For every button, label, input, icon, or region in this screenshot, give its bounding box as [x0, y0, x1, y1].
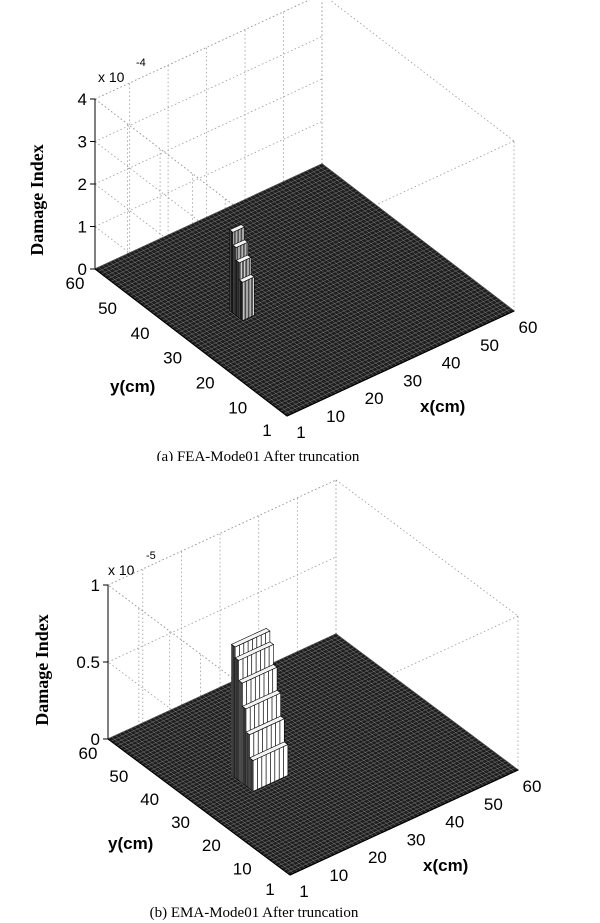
peak-side-stripes — [239, 280, 243, 320]
surface-plot — [107, 633, 519, 876]
y-tick-label: 20 — [202, 836, 221, 855]
peak-side-stripes — [236, 261, 239, 318]
y-axis-label: y(cm) — [110, 377, 155, 396]
x-tick-label: 30 — [407, 830, 426, 849]
x-tick-label: 20 — [368, 848, 387, 867]
peak-side-stripes — [242, 707, 246, 786]
x-tick-label: 60 — [523, 777, 542, 796]
x-tick-label: 1 — [296, 423, 305, 442]
y-axis-label: y(cm) — [108, 834, 153, 853]
x-tick-label: 40 — [445, 813, 464, 832]
chart-fea-mode01: Damage Index x 10 -4 y(cm) x(cm) (a) FEA… — [27, 0, 538, 461]
peak-side-stripes — [239, 681, 242, 783]
x-tick-label: 30 — [403, 371, 422, 390]
peak-side-stripes — [232, 645, 235, 778]
y-tick-label: 30 — [171, 813, 190, 832]
x-tick-label: 20 — [365, 389, 384, 408]
z-tick-label: 2 — [78, 175, 87, 194]
peak-side-stripes — [230, 230, 233, 313]
tick-labels: 0 0.5 1 1 10 20 30 40 50 60 1 10 20 30 40 50 60 — [76, 576, 541, 901]
x-axis-line — [289, 769, 519, 876]
peak-side-stripes — [235, 658, 239, 780]
y-tick-label: 60 — [79, 744, 98, 763]
z-scale-exponent: -4 — [136, 57, 146, 69]
x-tick-label: 10 — [329, 866, 348, 885]
caption-a: (a) FEA-Mode01 After truncation — [157, 449, 360, 461]
peak-side-stripes — [246, 732, 249, 788]
peak-stripes — [257, 746, 284, 790]
z-tick-label: 0.5 — [76, 653, 100, 672]
x-tick-label: 50 — [480, 336, 499, 355]
surface-plot — [94, 163, 515, 417]
x-tick-label: 50 — [484, 795, 503, 814]
tick-labels: 0 1 2 3 4 1 10 20 30 40 50 60 1 10 20 30 40 50 60 — [66, 90, 538, 442]
z-tick-label: 3 — [78, 133, 87, 152]
z-tick-label: 1 — [91, 576, 100, 595]
y-axis-line — [107, 738, 291, 876]
z-tick-label: 0 — [91, 730, 100, 749]
z-axis-label: Damage Index — [32, 614, 52, 726]
x-axis-line — [286, 310, 515, 417]
peak-side-stripes — [250, 758, 253, 791]
y-tick-label: 40 — [140, 790, 159, 809]
peak-side-stripes — [233, 245, 236, 315]
y-tick-label: 60 — [66, 274, 85, 293]
chart-ema-mode01: Damage Index x 10 -5 y(cm) x(cm) (b) EMA… — [32, 479, 541, 921]
z-scale-exponent: -5 — [146, 550, 156, 562]
x-axis-label: x(cm) — [420, 397, 465, 416]
x-axis-label: x(cm) — [423, 856, 468, 875]
y-tick-label: 50 — [98, 299, 117, 318]
y-tick-label: 1 — [265, 880, 274, 899]
z-scale-multiplier: x 10 — [98, 69, 125, 85]
x-tick-label: 40 — [442, 354, 461, 373]
z-axis-label: Damage Index — [27, 144, 47, 256]
y-axis-line — [94, 268, 288, 417]
y-tick-label: 50 — [109, 767, 128, 786]
y-tick-label: 10 — [233, 859, 252, 878]
z-scale-multiplier: x 10 — [108, 562, 135, 578]
z-tick-label: 0 — [78, 260, 87, 279]
y-tick-label: 1 — [262, 421, 271, 440]
y-tick-label: 30 — [163, 349, 182, 368]
y-tick-label: 40 — [131, 324, 150, 343]
z-tick-label: 1 — [78, 218, 87, 237]
caption-b: (b) EMA-Mode01 After truncation — [150, 905, 359, 921]
x-tick-label: 60 — [519, 318, 538, 337]
damage-peak — [229, 224, 255, 322]
y-tick-label: 10 — [228, 399, 247, 418]
z-tick-label: 4 — [78, 90, 87, 109]
x-tick-label: 1 — [299, 882, 308, 901]
x-tick-label: 10 — [326, 407, 345, 426]
peak-stripes — [243, 277, 254, 320]
surface-mesh — [107, 633, 519, 876]
damage-peak — [230, 628, 289, 793]
y-tick-label: 20 — [196, 374, 215, 393]
